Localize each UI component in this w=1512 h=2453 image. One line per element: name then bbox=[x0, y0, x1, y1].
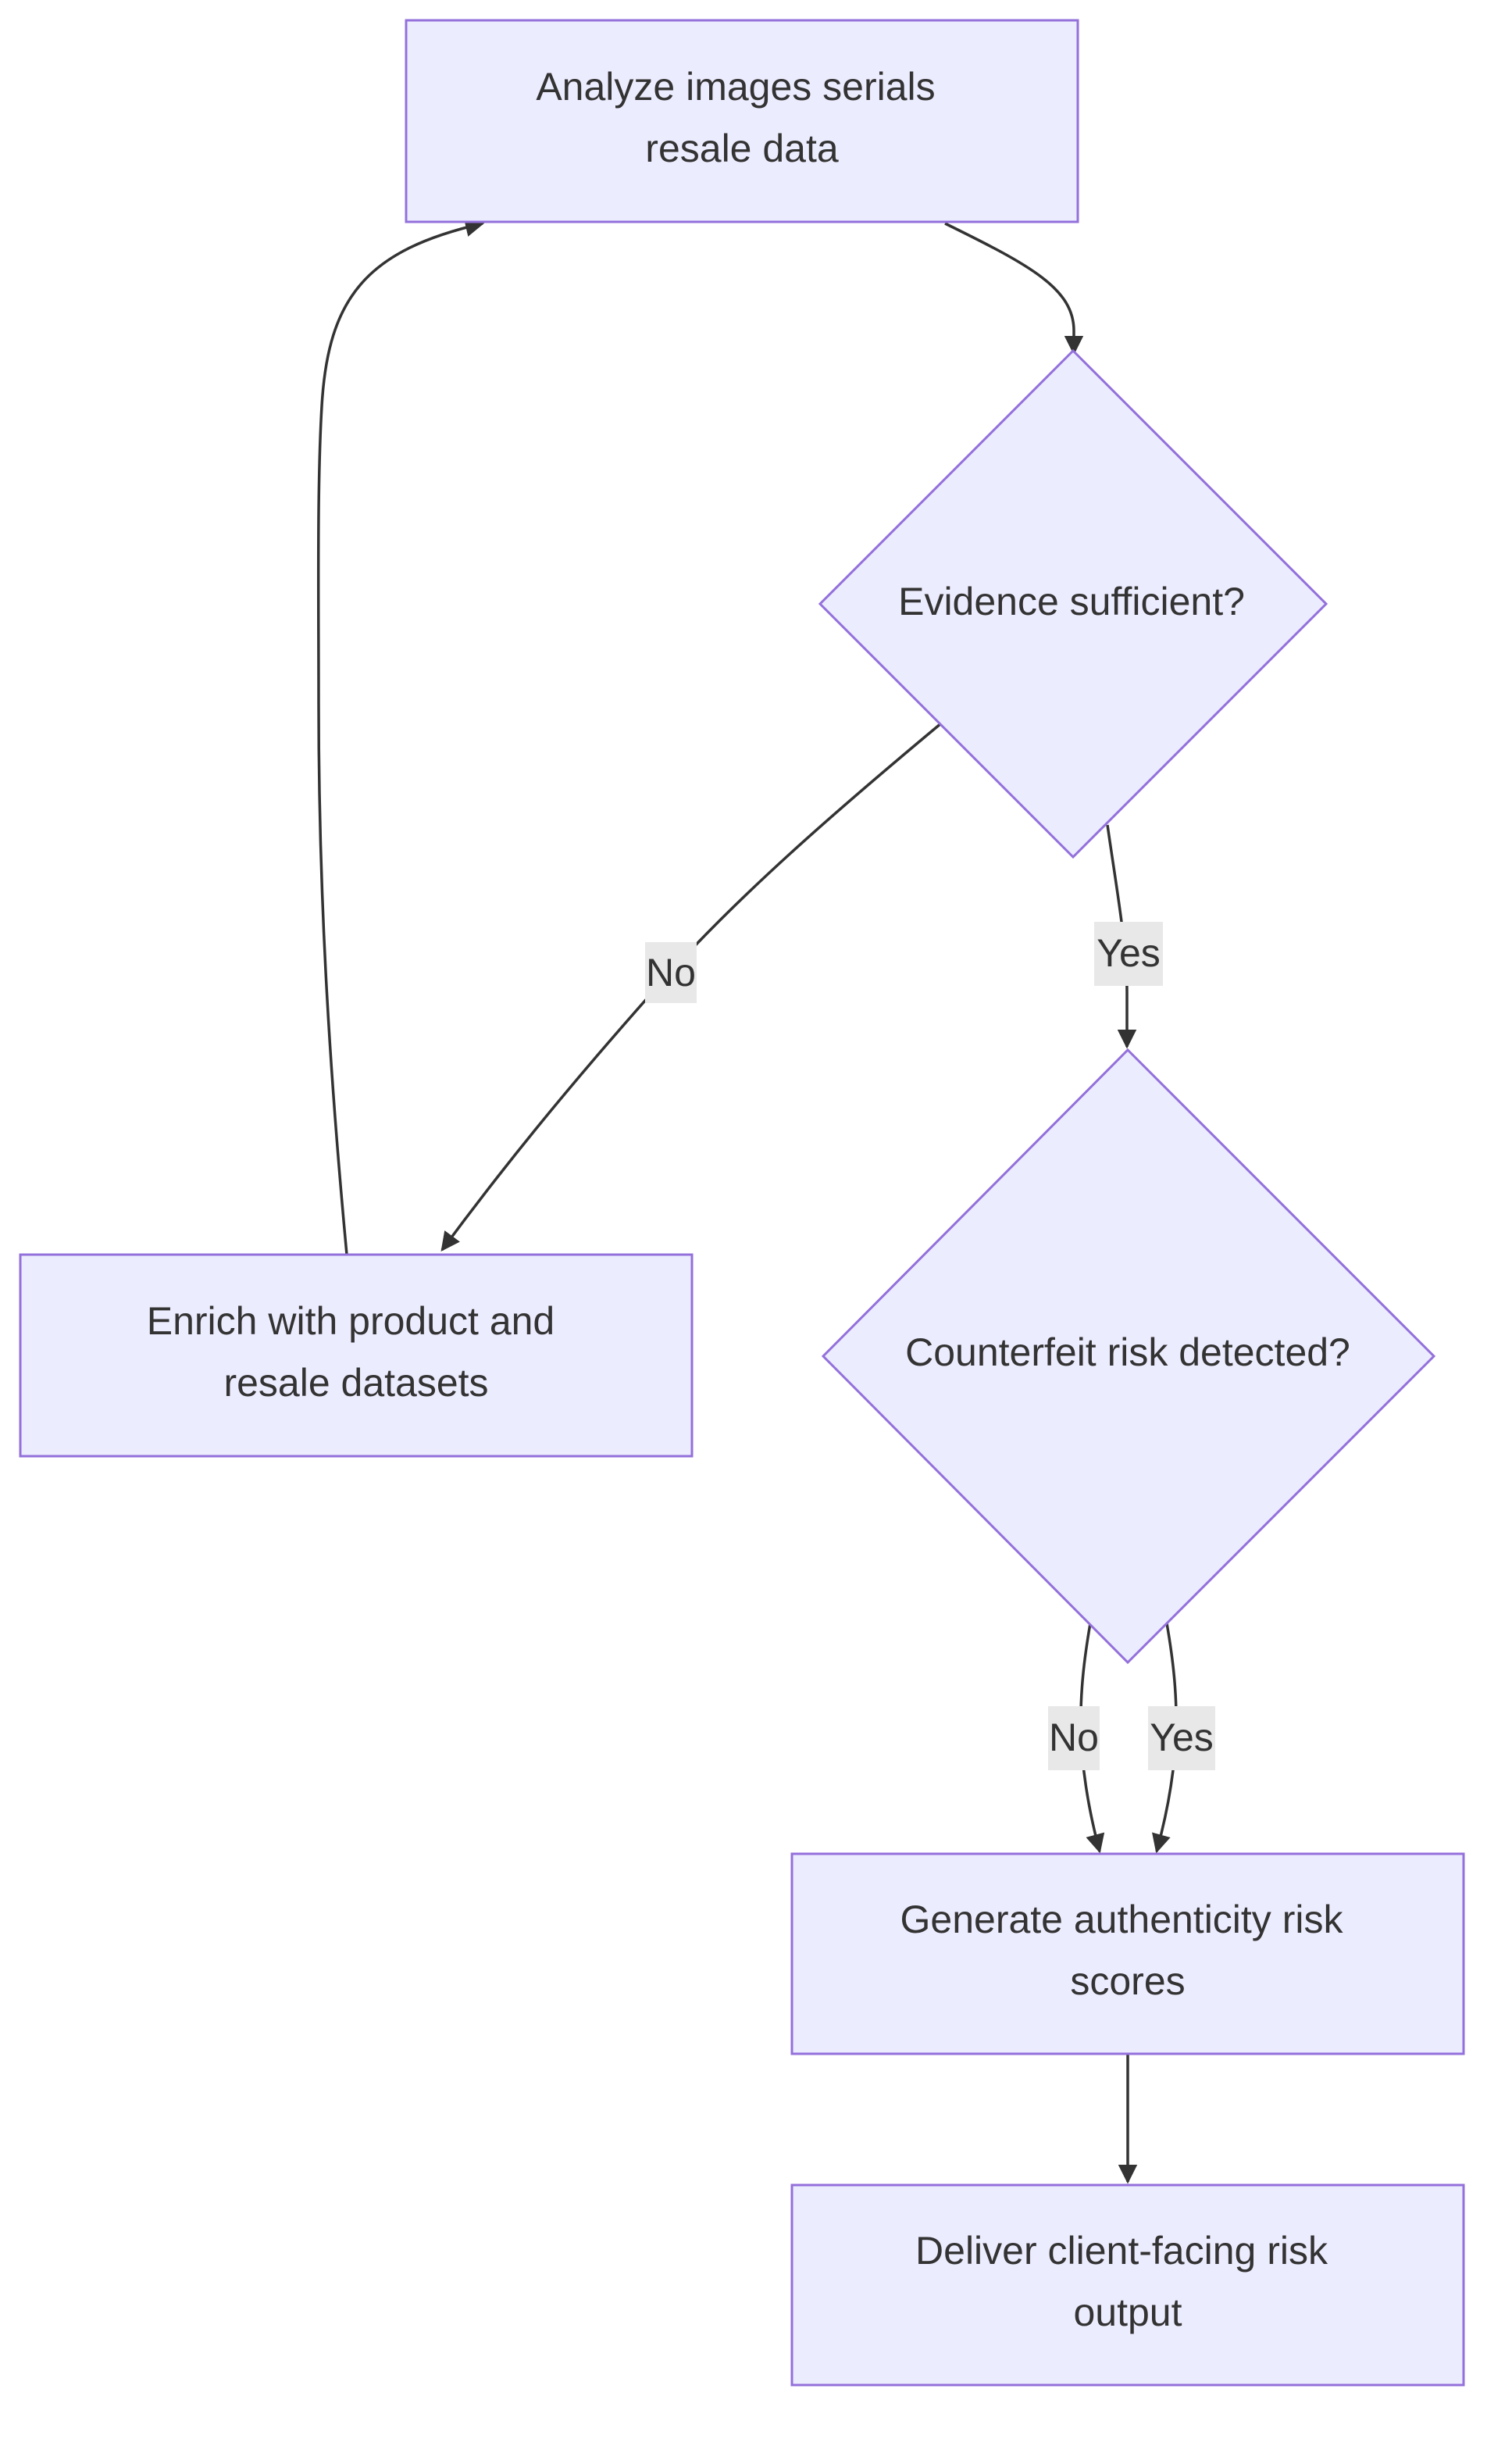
node-counterfeit-line-1: Counterfeit risk detected? bbox=[905, 1330, 1350, 1374]
svg-text:Yes: Yes bbox=[1150, 1716, 1214, 1759]
node-generate-line-2: scores bbox=[1070, 1959, 1185, 2003]
node-deliver-line-1: Deliver client-facing risk bbox=[915, 2229, 1328, 2273]
node-analyze-line-2: resale data bbox=[645, 127, 839, 170]
edge-label-evidence-no: No bbox=[645, 942, 697, 1003]
edge-analyze-to-evidence bbox=[944, 222, 1084, 355]
svg-text:No: No bbox=[646, 951, 696, 994]
edge-label-counterfeit-no: No bbox=[1048, 1706, 1100, 1770]
node-analyze-line-1: Analyze images serials bbox=[536, 65, 935, 109]
node-evidence: Evidence sufficient? bbox=[818, 348, 1328, 859]
edge-label-counterfeit-yes: Yes bbox=[1148, 1706, 1215, 1770]
node-generate: Generate authenticity risk scores bbox=[790, 1852, 1465, 2055]
node-analyze: Analyze images serials resale data bbox=[405, 19, 1079, 223]
svg-text:No: No bbox=[1049, 1716, 1099, 1759]
edge-label-evidence-yes: Yes bbox=[1094, 922, 1163, 986]
edge-enrich-to-analyze bbox=[316, 218, 485, 1255]
node-enrich-line-2: resale datasets bbox=[223, 1361, 488, 1405]
node-counterfeit: Counterfeit risk detected? bbox=[821, 1048, 1436, 1665]
node-deliver-line-2: output bbox=[1073, 2291, 1182, 2334]
svg-text:Yes: Yes bbox=[1097, 931, 1161, 975]
node-deliver: Deliver client-facing risk output bbox=[790, 2183, 1465, 2387]
node-enrich-line-1: Enrich with product and bbox=[147, 1299, 555, 1343]
node-generate-line-1: Generate authenticity risk bbox=[900, 1898, 1344, 1941]
node-enrich: Enrich with product and resale datasets bbox=[19, 1253, 694, 1458]
node-evidence-line-1: Evidence sufficient? bbox=[898, 580, 1245, 623]
edge-labels: No Yes No Yes bbox=[645, 922, 1215, 1770]
